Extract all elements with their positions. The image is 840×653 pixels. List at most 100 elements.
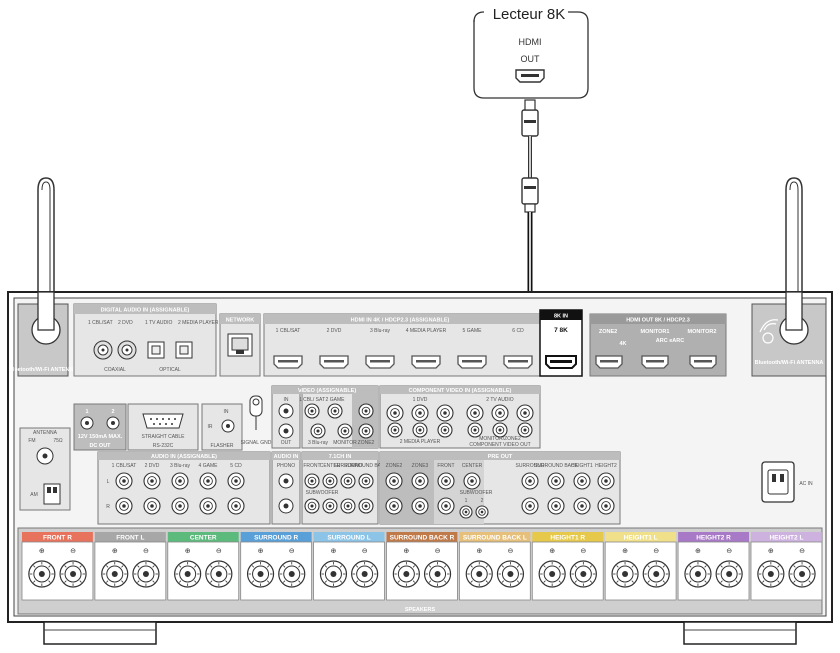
- component-in-jack-4[interactable]: [466, 404, 484, 422]
- audio-in-jack-l-5[interactable]: [227, 472, 245, 490]
- speaker-terminal-5-plus[interactable]: ⊕: [319, 548, 348, 588]
- component-in-jack-5[interactable]: [491, 404, 509, 422]
- player-hdmi-out-port[interactable]: [515, 69, 545, 83]
- ch71-jack-bottom-1[interactable]: [322, 498, 338, 514]
- speaker-terminal-11-minus[interactable]: ⊖: [788, 548, 816, 588]
- audio-in-jack-r-3[interactable]: [171, 497, 189, 515]
- pre-out-sub-jack-2[interactable]: [475, 505, 489, 519]
- pre-out-jack-bottom-r-2[interactable]: [547, 497, 565, 515]
- pre-out-jack-bottom-1[interactable]: [385, 497, 403, 515]
- component-in-jack-1[interactable]: [386, 404, 404, 422]
- speaker-terminal-7-plus[interactable]: ⊕: [465, 548, 493, 588]
- speaker-terminal-2-plus[interactable]: ⊕: [101, 548, 129, 588]
- ch71-jack-bottom-3[interactable]: [358, 498, 374, 514]
- hdmi-in-port-6[interactable]: [503, 355, 533, 369]
- component-lower-jack-5[interactable]: [492, 422, 508, 438]
- pre-out-jack-top-1[interactable]: [385, 472, 403, 490]
- pre-out-jack-top-6[interactable]: [547, 472, 565, 490]
- video-jack-3[interactable]: [310, 423, 326, 439]
- ch71-jack-top-4[interactable]: [358, 473, 374, 489]
- audio-in-jack-r-1[interactable]: [115, 497, 133, 515]
- speaker-terminal-1-plus[interactable]: ⊕: [28, 548, 56, 588]
- coaxial-jack-1[interactable]: [93, 340, 113, 360]
- audio-in-jack-l-2[interactable]: [143, 472, 161, 490]
- flasher-jack[interactable]: [221, 419, 235, 433]
- video-jack-6[interactable]: [358, 403, 374, 419]
- speaker-terminal-3-minus[interactable]: ⊖: [205, 548, 233, 588]
- ch71-jack-top-3[interactable]: [340, 473, 356, 489]
- video-in-jack[interactable]: [278, 403, 294, 419]
- audio-in-jack-l-1[interactable]: [115, 472, 133, 490]
- speaker-terminal-5-minus[interactable]: ⊖: [351, 548, 379, 588]
- coaxial-jack-2[interactable]: [117, 340, 137, 360]
- audio-in-jack-l-4[interactable]: [199, 472, 217, 490]
- ch71-jack-bottom-2[interactable]: [340, 498, 356, 514]
- hdmi-in-port-2[interactable]: [319, 355, 349, 369]
- optical-jack-2[interactable]: [175, 341, 193, 359]
- phono-jack-r[interactable]: [278, 498, 294, 514]
- ch71-jack-top-2[interactable]: [322, 473, 338, 489]
- video-jack-2[interactable]: [327, 403, 343, 419]
- pre-out-jack-bottom-r-4[interactable]: [597, 497, 615, 515]
- pre-out-jack-top-2[interactable]: [411, 472, 429, 490]
- hdmi-in-port-3[interactable]: [365, 355, 395, 369]
- speaker-terminal-9-plus[interactable]: ⊕: [611, 548, 639, 588]
- hdmi-in-port-1[interactable]: [273, 355, 303, 369]
- speaker-terminal-7-minus[interactable]: ⊖: [496, 548, 525, 588]
- dc-out-jack-1[interactable]: [80, 416, 94, 430]
- speaker-terminal-10-plus[interactable]: ⊕: [684, 548, 712, 588]
- video-jack-5[interactable]: [358, 423, 374, 439]
- ch71-jack-top-1[interactable]: [304, 473, 320, 489]
- speaker-terminal-4-minus[interactable]: ⊖: [278, 548, 306, 588]
- dc-out-jack-2[interactable]: [106, 416, 120, 430]
- pre-out-jack-top-7[interactable]: [573, 472, 591, 490]
- ch71-sub-jack[interactable]: [304, 498, 320, 514]
- ac-inlet[interactable]: [761, 461, 795, 503]
- component-lower-jack-6[interactable]: [517, 422, 533, 438]
- audio-in-jack-r-4[interactable]: [199, 497, 217, 515]
- phono-jack-l[interactable]: [278, 473, 294, 489]
- component-in-jack-3[interactable]: [436, 404, 454, 422]
- component-lower-jack-4[interactable]: [467, 422, 483, 438]
- audio-in-jack-l-3[interactable]: [171, 472, 189, 490]
- video-jack-1[interactable]: [304, 403, 320, 419]
- component-in-jack-2[interactable]: [411, 404, 429, 422]
- optical-jack-1[interactable]: [147, 341, 165, 359]
- hdmi-out-monitor2-port[interactable]: [689, 355, 717, 369]
- speaker-terminal-11-plus[interactable]: ⊕: [757, 548, 785, 588]
- pre-out-jack-top-5[interactable]: [521, 472, 539, 490]
- speaker-terminal-6-minus[interactable]: ⊖: [423, 548, 452, 588]
- hdmi-in-port-5[interactable]: [457, 355, 487, 369]
- fm-antenna-jack[interactable]: [36, 447, 54, 465]
- pre-out-jack-bottom-2[interactable]: [411, 497, 429, 515]
- video-jack-4[interactable]: [337, 423, 353, 439]
- pre-out-jack-top-8[interactable]: [597, 472, 615, 490]
- speaker-terminal-4-plus[interactable]: ⊕: [246, 548, 275, 588]
- hdmi-out-zone2-port[interactable]: [595, 355, 623, 369]
- speaker-terminal-1-minus[interactable]: ⊖: [59, 548, 87, 588]
- pre-out-sub-jack-1[interactable]: [459, 505, 473, 519]
- pre-out-jack-bottom-r-1[interactable]: [521, 497, 539, 515]
- pre-out-center-jack[interactable]: [463, 472, 481, 490]
- speaker-terminal-3-plus[interactable]: ⊕: [174, 548, 202, 588]
- am-antenna-terminal[interactable]: [43, 483, 61, 505]
- speaker-terminal-8-minus[interactable]: ⊖: [569, 548, 597, 588]
- audio-in-jack-r-5[interactable]: [227, 497, 245, 515]
- hdmi-8k-in-port[interactable]: [545, 355, 577, 369]
- speaker-terminal-2-minus[interactable]: ⊖: [132, 548, 160, 588]
- speaker-terminal-10-minus[interactable]: ⊖: [715, 548, 743, 588]
- component-lower-jack-2[interactable]: [412, 422, 428, 438]
- pre-out-jack-top-3[interactable]: [437, 472, 455, 490]
- ethernet-port[interactable]: [227, 333, 253, 357]
- pre-out-jack-bottom-r-3[interactable]: [573, 497, 591, 515]
- component-in-jack-6[interactable]: [516, 404, 534, 422]
- speaker-terminal-9-minus[interactable]: ⊖: [642, 548, 670, 588]
- speaker-terminal-6-plus[interactable]: ⊕: [392, 548, 420, 588]
- rs232c-port[interactable]: [142, 413, 184, 429]
- hdmi-in-port-4[interactable]: [411, 355, 441, 369]
- audio-in-jack-r-2[interactable]: [143, 497, 161, 515]
- speaker-terminal-8-plus[interactable]: ⊕: [538, 548, 566, 588]
- signal-gnd[interactable]: SIGNAL GND: [241, 395, 272, 446]
- video-out-jack[interactable]: [278, 423, 294, 439]
- component-lower-jack-1[interactable]: [387, 422, 403, 438]
